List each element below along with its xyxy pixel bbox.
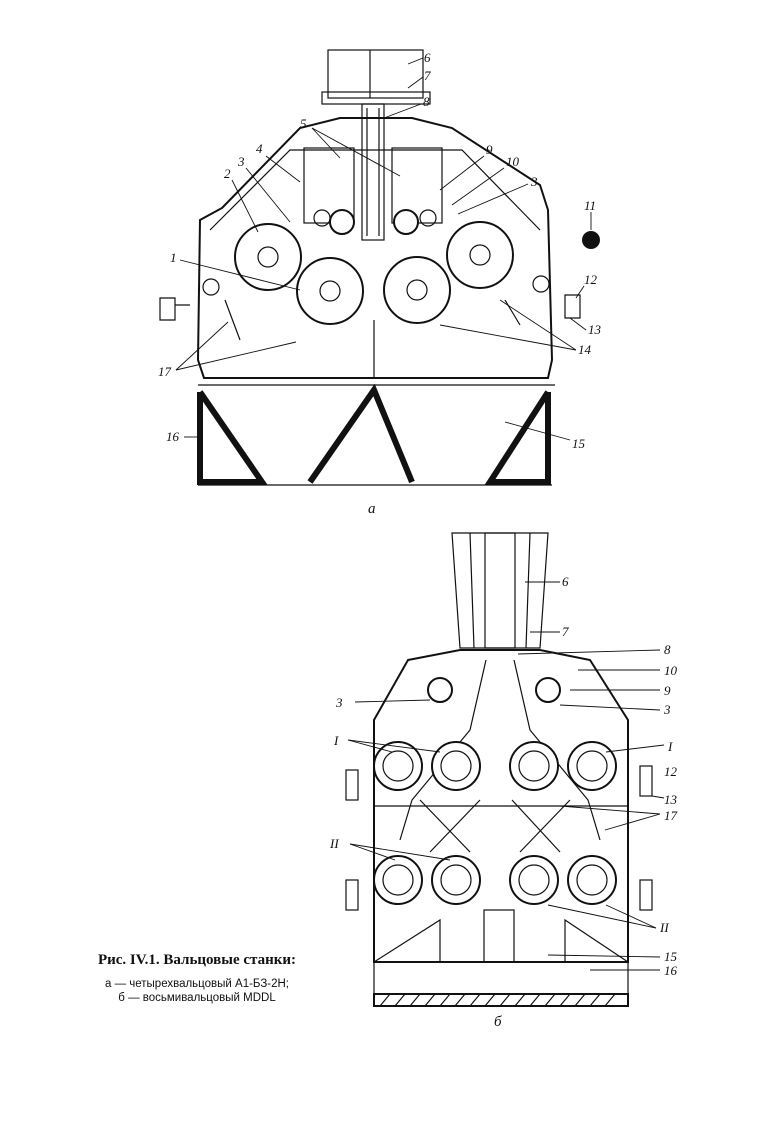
roll-II-2 [432,856,480,904]
label-b-3-left: 3 [335,695,343,710]
label-b-3-right: 3 [663,702,671,717]
label-b-13: 13 [664,792,678,807]
label-a-3-left: 3 [237,154,245,169]
roll-I-2 [432,742,480,790]
label-a-10: 10 [506,154,520,169]
label-a-1: 1 [170,250,177,265]
sublabel-a: а [368,501,376,517]
feed-hopper-b [452,533,548,648]
feed-roll-left-a [330,210,354,234]
label-b-II-left: II [329,836,339,851]
label-b-12: 12 [664,764,678,779]
labels-a: 6 7 8 5 4 3 2 9 10 3 11 1 12 13 14 17 16 [158,50,602,517]
label-b-I-left: I [333,733,339,748]
label-a-17: 17 [158,364,172,379]
label-a-6: 6 [424,50,431,65]
grinding-roll-upper-right-a [447,222,513,288]
label-a-11: 11 [584,198,596,213]
label-b-I-right: I [667,739,673,754]
label-a-5: 5 [300,116,307,131]
label-a-7: 7 [424,68,431,83]
label-b-15: 15 [664,949,678,964]
central-feed-shaft-b [485,533,515,648]
feed-roll-left-b [428,678,452,702]
outlet-left-a [200,392,262,482]
diagram-a-four-roll-mill [160,50,600,485]
feed-roll-right-b [536,678,560,702]
outlet-right-a [490,392,548,482]
label-a-13: 13 [588,322,602,337]
feed-roll-right-a [394,210,418,234]
label-a-14: 14 [578,342,592,357]
roll-II-4 [568,856,616,904]
caption-title: Рис. IV.1. Вальцовые станки: [62,952,332,969]
label-a-2: 2 [224,166,231,181]
grinding-roll-upper-left-a [235,224,301,290]
roll-II-1 [374,856,422,904]
label-b-6: 6 [562,574,569,589]
caption-line-a: а — четырехвальцовый А1-БЗ-2Н; [62,977,332,991]
sublabel-b: б [494,1014,502,1030]
caption-line-b: б — восьмивальцовый MDDL [62,991,332,1005]
diagram-b-eight-roll-mill [346,533,652,1006]
label-b-10: 10 [664,663,678,678]
roll-II-3 [510,856,558,904]
grinding-roll-lower-right-a [384,257,450,323]
label-a-15: 15 [572,436,586,451]
label-b-17: 17 [664,808,678,823]
figure-caption: Рис. IV.1. Вальцовые станки: а — четырех… [62,952,332,1005]
label-b-16: 16 [664,963,678,978]
central-feed-shaft-a [362,104,384,240]
label-a-16: 16 [166,429,180,444]
feed-hopper-a [328,50,423,98]
handwheel-a [582,231,600,249]
label-a-8: 8 [423,94,430,109]
label-b-II-right: II [659,920,669,935]
label-b-8: 8 [664,642,671,657]
outlet-center-a [310,390,412,482]
label-a-4: 4 [256,141,263,156]
grinding-roll-lower-left-a [297,258,363,324]
label-b-9: 9 [664,683,671,698]
roll-I-4 [568,742,616,790]
label-a-12: 12 [584,272,598,287]
roll-I-3 [510,742,558,790]
label-a-3-right: 3 [530,174,538,189]
label-a-9: 9 [486,142,493,157]
label-b-7: 7 [562,624,569,639]
